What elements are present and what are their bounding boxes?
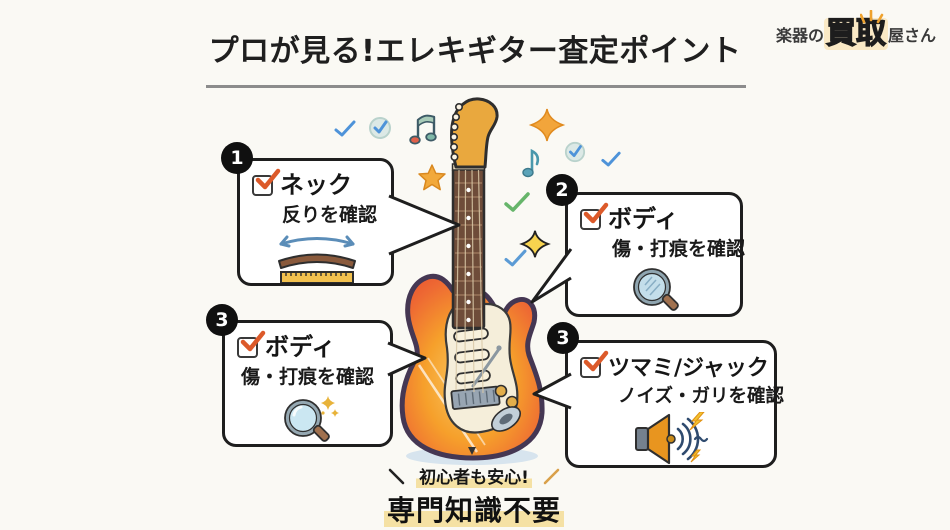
- neck-bow-ruler-icon: [277, 235, 356, 284]
- guitar-headstock: [450, 97, 499, 169]
- sparkle-lines-icon: [860, 10, 884, 24]
- callout-body-right: ボディ 傷・打痕を確認: [565, 192, 746, 317]
- callout-subtitle: 傷・打痕を確認: [241, 366, 375, 389]
- guitar-frets: [455, 182, 482, 310]
- magnifying-glass-icon: [633, 268, 679, 312]
- logo-emphasis: 買取: [823, 16, 888, 51]
- logo-prefix: 楽器の: [775, 26, 824, 45]
- magnifying-glass-sparkle-icon: [283, 396, 339, 443]
- callout-body-right-pointer: [530, 248, 573, 304]
- guitar-pickups: [453, 327, 491, 385]
- sparkle-outline-icon: [519, 230, 551, 258]
- check-icon: [601, 151, 621, 167]
- callout-title: ネック: [280, 171, 352, 199]
- checkbox-checked-icon: [580, 350, 609, 378]
- guitar-strap-pin: [468, 447, 476, 455]
- sparkle-icon: [528, 108, 566, 142]
- guitar-strings: [455, 169, 484, 394]
- double-music-note-icon: [409, 114, 437, 145]
- emphasis-slash-left: [388, 468, 405, 485]
- guitar-jack-plate: [491, 406, 521, 432]
- music-note-icon: [522, 148, 540, 178]
- guitar-bridge: [450, 385, 501, 410]
- circled-check-icon: [369, 117, 391, 139]
- brand-logo: 楽器の 買取 屋さん: [775, 10, 936, 51]
- callout-number-badge: 3: [206, 304, 238, 336]
- guitar-knobs: [494, 384, 519, 409]
- checkbox-checked-icon: [252, 168, 281, 196]
- footer-headline: 専門知識不要: [360, 489, 588, 529]
- guitar-fret-dots: [466, 187, 471, 323]
- guitar-tuners: [449, 102, 463, 162]
- callout-title: ツマミ/ジャック: [608, 356, 769, 381]
- callout-knobs-jack: ツマミ/ジャック ノイズ・ガリを確認: [565, 340, 784, 468]
- logo-suffix: 屋さん: [887, 26, 936, 45]
- callout-neck-pointer: [388, 194, 461, 256]
- callout-title: ボディ: [265, 333, 336, 361]
- guitar-whammy-bar: [471, 347, 501, 388]
- emphasis-slash-right: [543, 468, 560, 485]
- page-title: プロが見る!エレキギター査定ポイント: [208, 34, 742, 69]
- check-icon: [504, 192, 530, 212]
- title-underline: [206, 85, 746, 88]
- callout-number-badge: 2: [546, 174, 578, 206]
- footer-tagline: 初心者も安心!: [360, 463, 588, 488]
- callout-number-badge: 1: [221, 142, 253, 174]
- electric-guitar-illustration: [399, 97, 545, 465]
- footer-message: 初心者も安心! 専門知識不要: [360, 463, 588, 529]
- callout-neck: ネック 反りを確認: [237, 158, 394, 286]
- checkbox-checked-icon: [580, 202, 609, 230]
- callout-body-left-pointer: [387, 341, 427, 377]
- callout-subtitle: 反りを確認: [282, 204, 378, 227]
- speaker-noise-icon: [635, 412, 709, 465]
- callout-number-badge: 3: [547, 322, 579, 354]
- checkbox-checked-icon: [237, 330, 266, 358]
- check-icon: [504, 249, 527, 267]
- star-icon: [418, 164, 446, 191]
- callout-body-left: ボディ 傷・打痕を確認: [222, 320, 393, 447]
- callout-title: ボディ: [608, 205, 679, 233]
- callout-subtitle: ノイズ・ガリを確認: [618, 386, 784, 408]
- circled-check-icon: [564, 141, 586, 163]
- callout-subtitle: 傷・打痕を確認: [612, 238, 746, 261]
- check-icon: [334, 120, 356, 137]
- callout-knobs-jack-pointer: [532, 372, 572, 410]
